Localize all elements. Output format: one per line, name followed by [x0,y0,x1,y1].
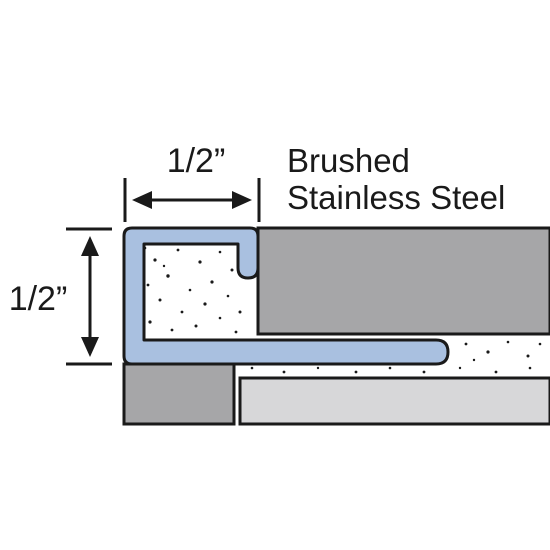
material-label-line1: Brushed [287,142,410,179]
width-dimension [123,178,261,222]
height-dimension [66,227,112,366]
height-dimension-label: 1/2” [9,280,68,318]
mortar-speckles [143,246,542,374]
trim-profile [122,226,450,366]
width-dimension-label: 1/2” [167,142,226,180]
side-tile [122,362,236,426]
substrate [238,376,550,426]
material-label-line2: Stainless Steel [287,179,505,216]
top-tile [256,226,550,336]
